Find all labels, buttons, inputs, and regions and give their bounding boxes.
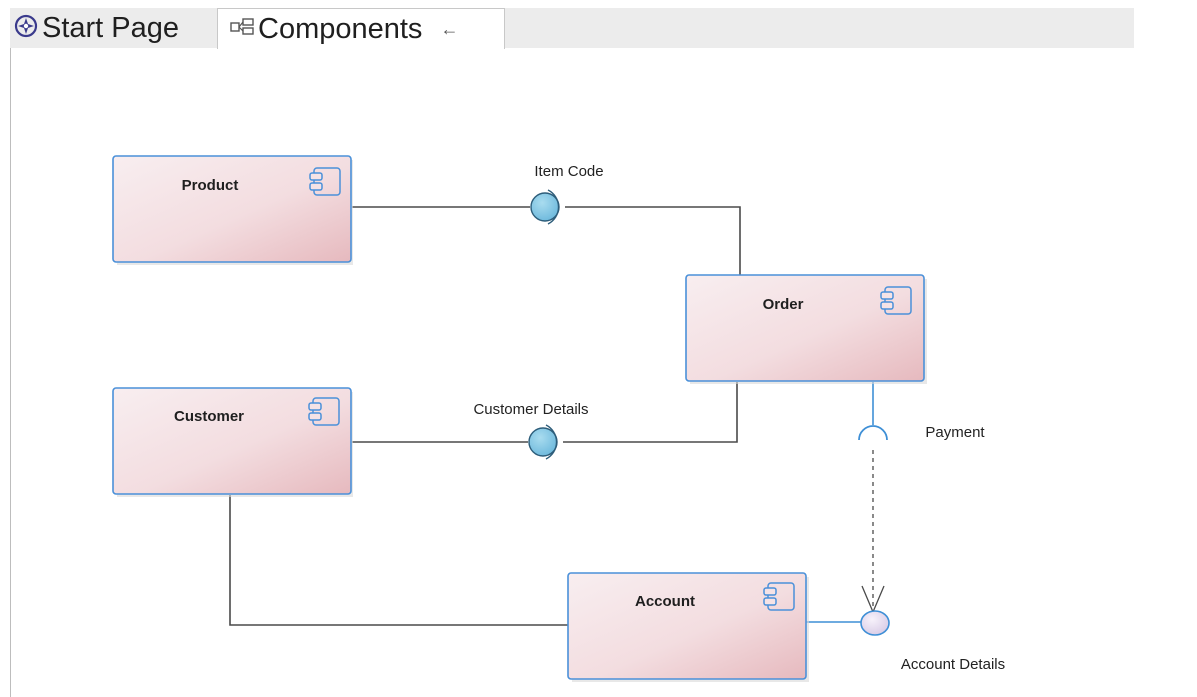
start-page-icon xyxy=(14,14,38,43)
tab-bar: Start Page Components ← xyxy=(10,8,1134,49)
interface-item-code[interactable]: Item Code xyxy=(530,163,604,225)
component-product-label: Product xyxy=(182,177,239,194)
tab-start-page-label: Start Page xyxy=(42,11,180,44)
component-order[interactable]: Order xyxy=(685,274,927,384)
interface-item-code-label: Item Code xyxy=(534,163,603,180)
pin-icon[interactable]: ← xyxy=(440,18,459,39)
component-account[interactable]: Account xyxy=(567,572,809,682)
interface-account-details-label: Account Details xyxy=(901,656,1005,673)
component-order-label: Order xyxy=(763,296,804,313)
connector-customerdetails-order xyxy=(563,382,738,443)
interface-payment-label: Payment xyxy=(925,424,985,441)
canvas-border xyxy=(10,48,11,697)
interface-payment[interactable]: Payment xyxy=(858,424,985,441)
component-icon xyxy=(308,397,340,426)
interface-account-details[interactable]: Account Details xyxy=(860,610,1005,673)
tab-components-label: Components xyxy=(258,12,423,45)
dependency-arrow xyxy=(861,450,885,614)
component-icon xyxy=(309,167,341,196)
component-customer-label: Customer xyxy=(174,408,244,425)
tab-components[interactable]: Components ← xyxy=(217,8,505,49)
component-account-label: Account xyxy=(635,593,695,610)
component-diagram-icon xyxy=(230,17,254,41)
connector-itemcode-order xyxy=(565,206,741,276)
connector-customer-account xyxy=(229,495,568,626)
interface-customer-details[interactable]: Customer Details xyxy=(473,401,589,460)
component-customer[interactable]: Customer xyxy=(112,387,353,497)
tab-start-page[interactable]: Start Page xyxy=(10,8,214,48)
component-icon xyxy=(763,582,795,611)
component-icon xyxy=(880,286,912,315)
component-product[interactable]: Product xyxy=(112,155,353,265)
interface-customer-details-label: Customer Details xyxy=(473,401,588,418)
